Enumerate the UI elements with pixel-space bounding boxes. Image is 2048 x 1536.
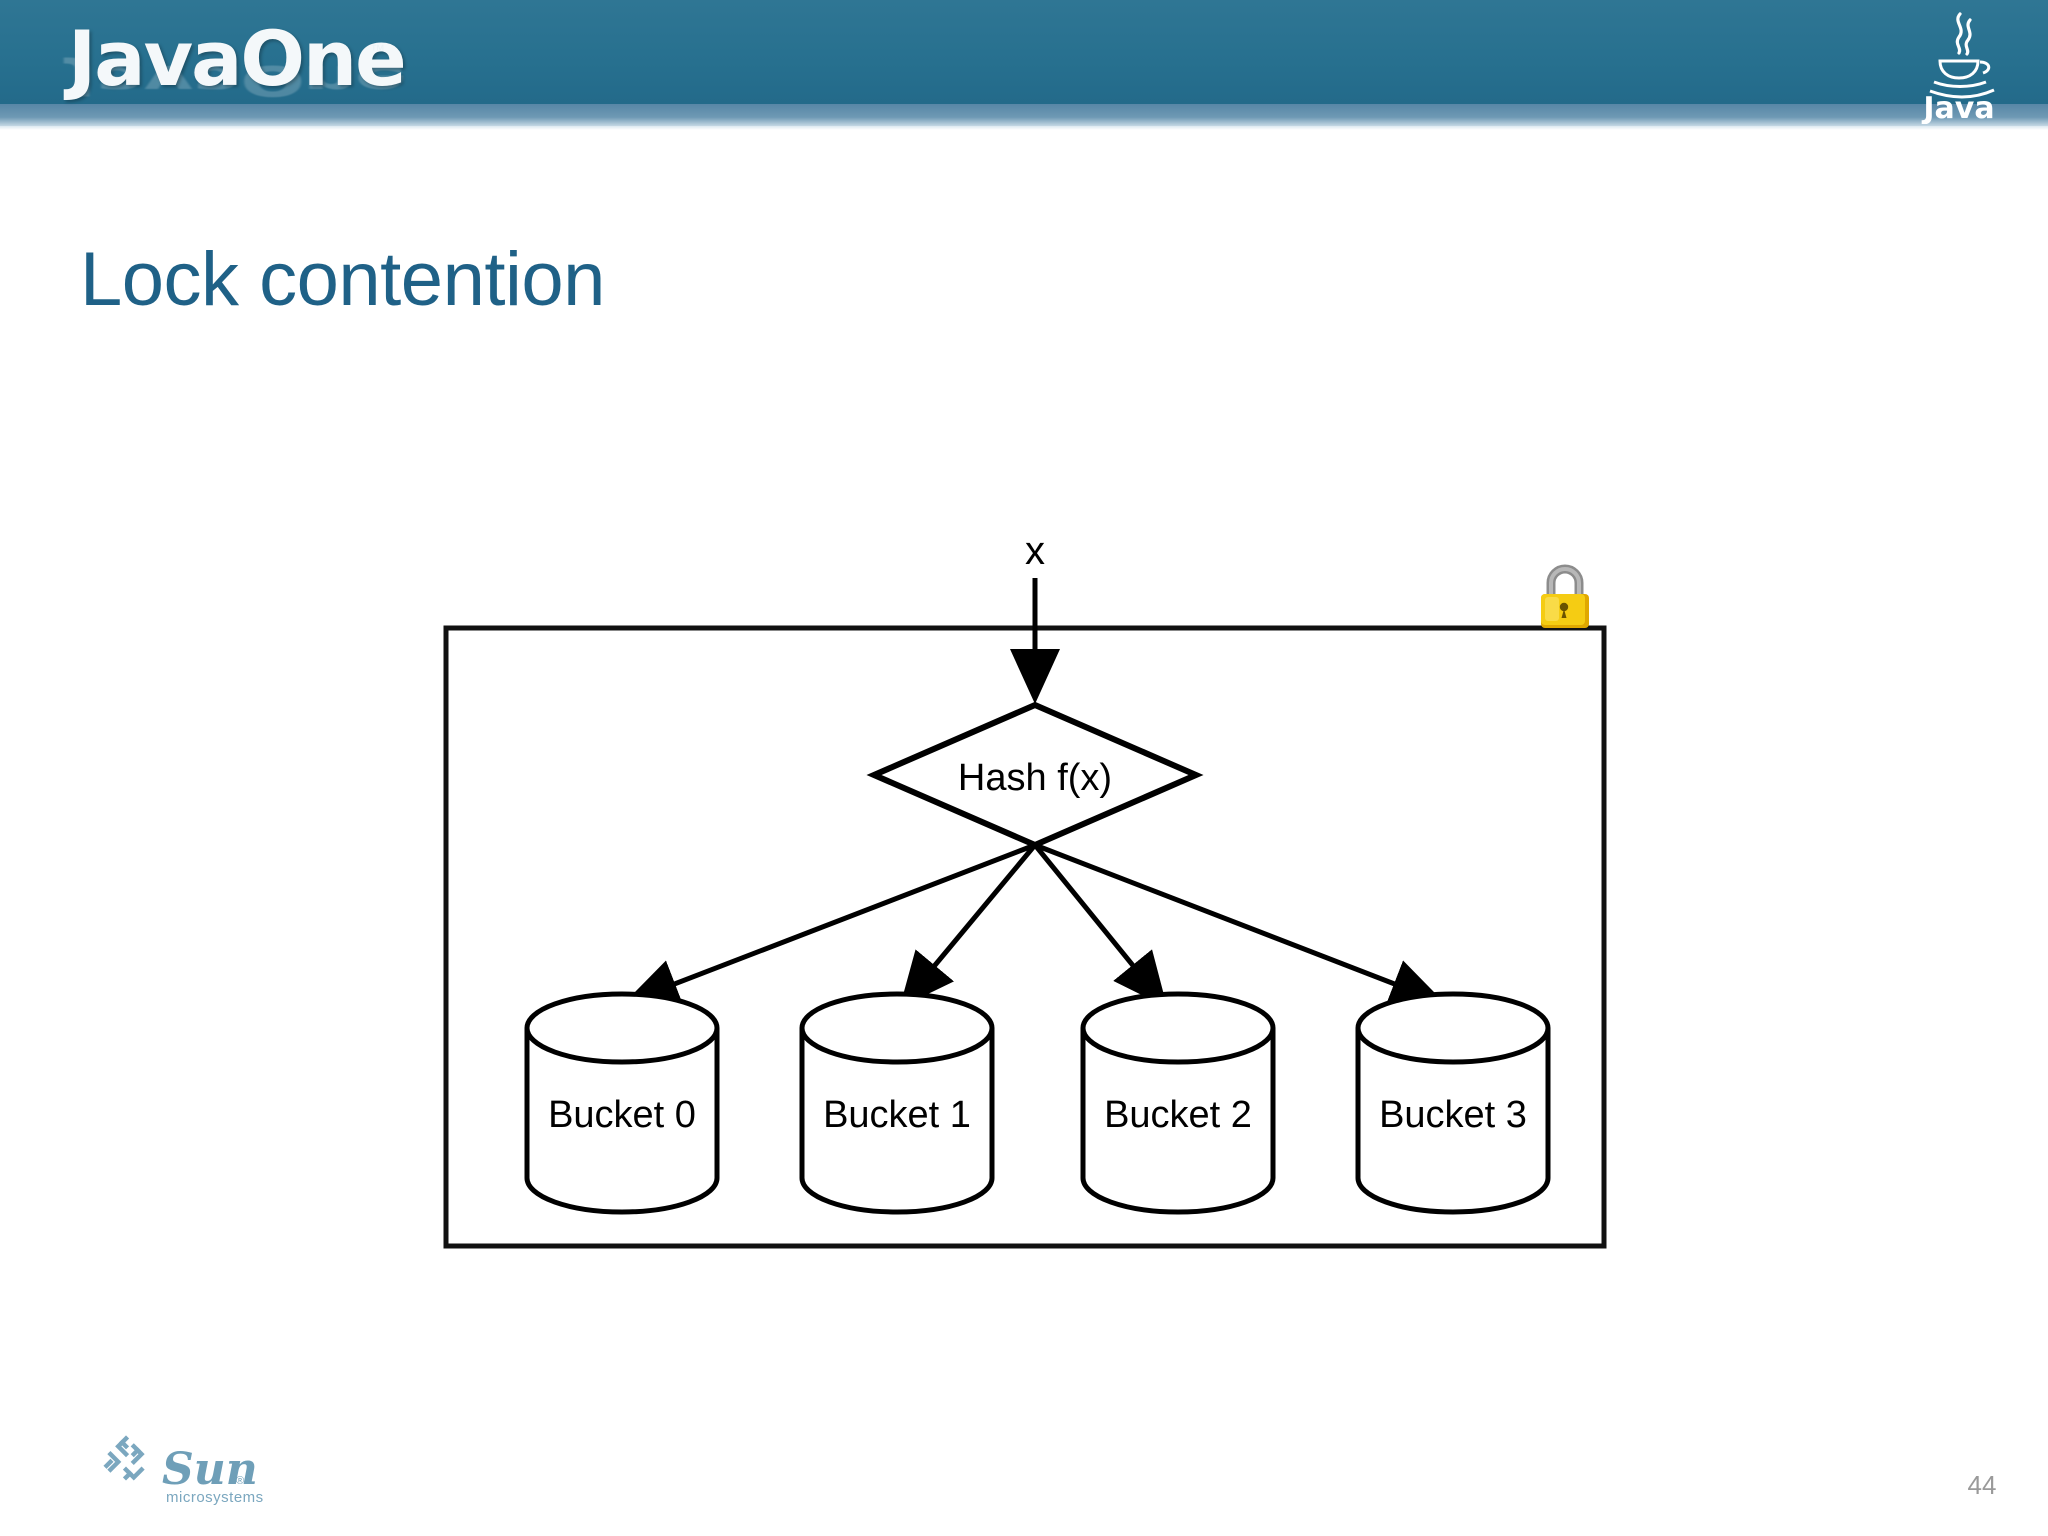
- header-reflection-band: [0, 104, 2048, 128]
- hash-to-bucket-0-arrow: [623, 842, 1036, 1008]
- bucket-cylinder-0: [524, 991, 720, 1215]
- page-number: 44: [1967, 1470, 1997, 1500]
- sun-logo-wordmark: Sun: [162, 1444, 258, 1495]
- header-hairline: [0, 126, 2048, 130]
- bucket-cylinder-3: [1355, 991, 1551, 1215]
- java-coffee-cup-icon: Java: [1904, 4, 2014, 124]
- input-label: x: [1025, 529, 1045, 573]
- hash-to-bucket-2-arrow: [1033, 843, 1168, 1008]
- hash-to-bucket-3-arrow: [1034, 842, 1446, 1008]
- bucket-label-0: Bucket 0: [548, 1094, 696, 1136]
- page-title: Lock contention: [80, 237, 605, 322]
- svg-text:®: ®: [236, 1475, 244, 1487]
- javaone-wordmark: JavaOne: [68, 14, 407, 103]
- sun-logo-subtitle: microsystems: [166, 1489, 264, 1506]
- bucket-label-2: Bucket 2: [1104, 1094, 1252, 1136]
- locked-region-box: [443, 625, 1607, 1249]
- bucket-cylinder-2: [1080, 991, 1276, 1215]
- bucket-cylinder-1: [799, 991, 995, 1215]
- header-band: [0, 0, 2048, 104]
- padlock-icon: [1533, 563, 1597, 635]
- hash-to-bucket-1-arrow: [899, 843, 1037, 1008]
- sun-microsystems-logo: Sun ® microsystems: [96, 1434, 276, 1508]
- bucket-label-1: Bucket 1: [823, 1094, 971, 1136]
- javaone-logo: JavaOne JavaOne ™: [68, 16, 408, 124]
- svg-text:Java: Java: [1921, 91, 1994, 124]
- hash-function-label: Hash f(x): [958, 757, 1112, 799]
- hash-function-diamond: [866, 701, 1204, 849]
- javaone-trademark-icon: ™: [370, 42, 385, 59]
- bucket-label-3: Bucket 3: [1379, 1094, 1527, 1136]
